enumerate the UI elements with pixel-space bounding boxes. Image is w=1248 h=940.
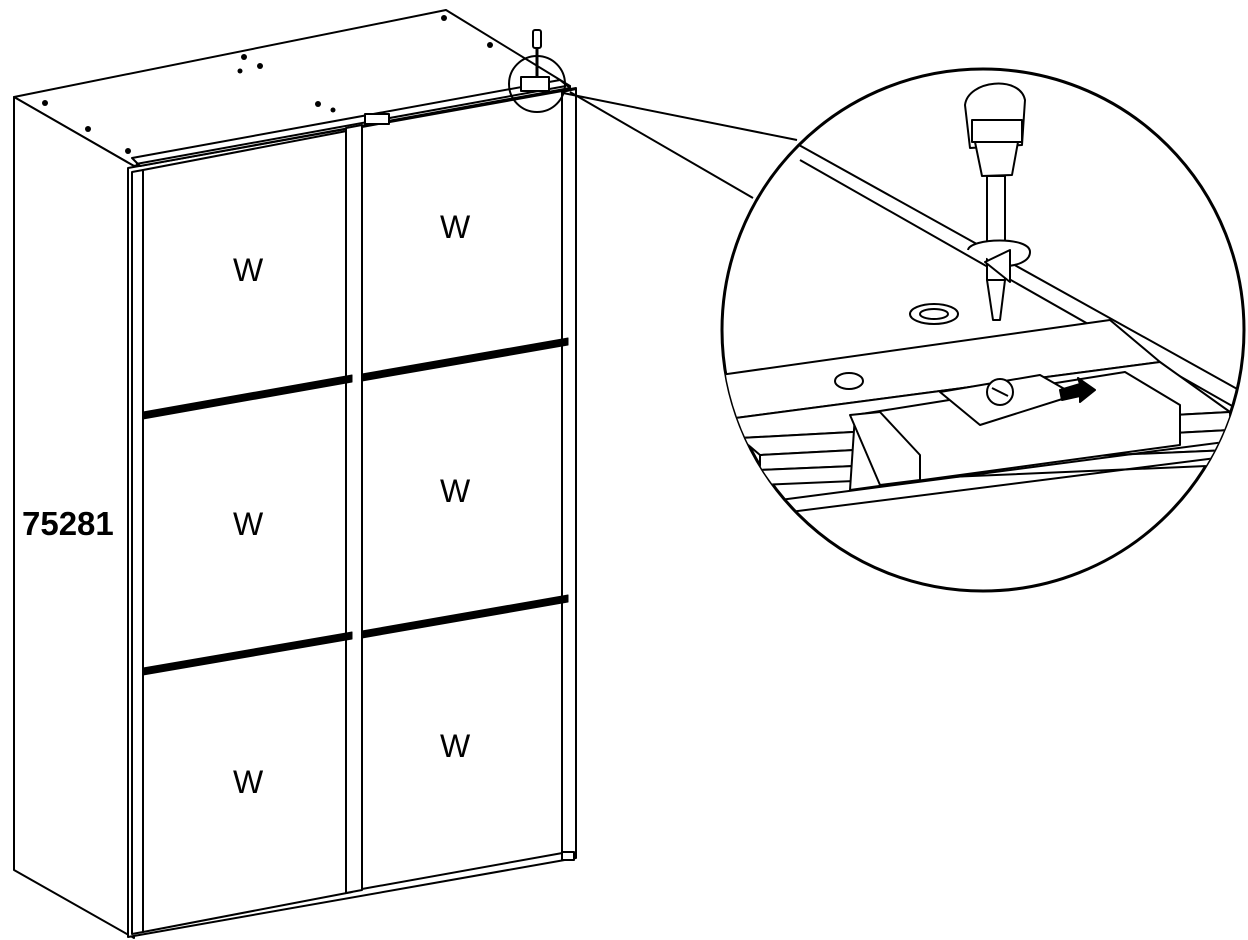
right-divider-lower <box>361 594 569 639</box>
callout-leader-lower <box>569 91 754 199</box>
small-screwdriver-icon <box>532 29 542 78</box>
callout-leader-upper <box>562 92 798 141</box>
arrow-right-icon <box>1059 377 1096 403</box>
wardrobe-side-panel <box>13 96 135 939</box>
right-divider-upper <box>361 337 569 382</box>
detail-hole-front <box>834 372 864 390</box>
left-divider-upper <box>142 374 353 420</box>
panel-label-right-middle: W <box>440 473 471 509</box>
panel-label-left-bottom: W <box>233 764 264 800</box>
part-number-label: 75281 <box>22 505 114 542</box>
panel-label-left-middle: W <box>233 506 264 542</box>
magnified-detail <box>720 67 1246 593</box>
top-holes <box>42 15 493 154</box>
rotate-arrow-icon <box>967 239 1031 283</box>
panel-label-right-bottom: W <box>440 728 471 764</box>
panel-label-left-top: W <box>233 252 264 288</box>
panel-label-right-top: W <box>440 209 471 245</box>
left-divider-lower <box>142 631 353 676</box>
screwdriver-icon <box>964 82 1026 321</box>
rail-fitting <box>364 113 390 125</box>
center-stile <box>345 124 363 894</box>
